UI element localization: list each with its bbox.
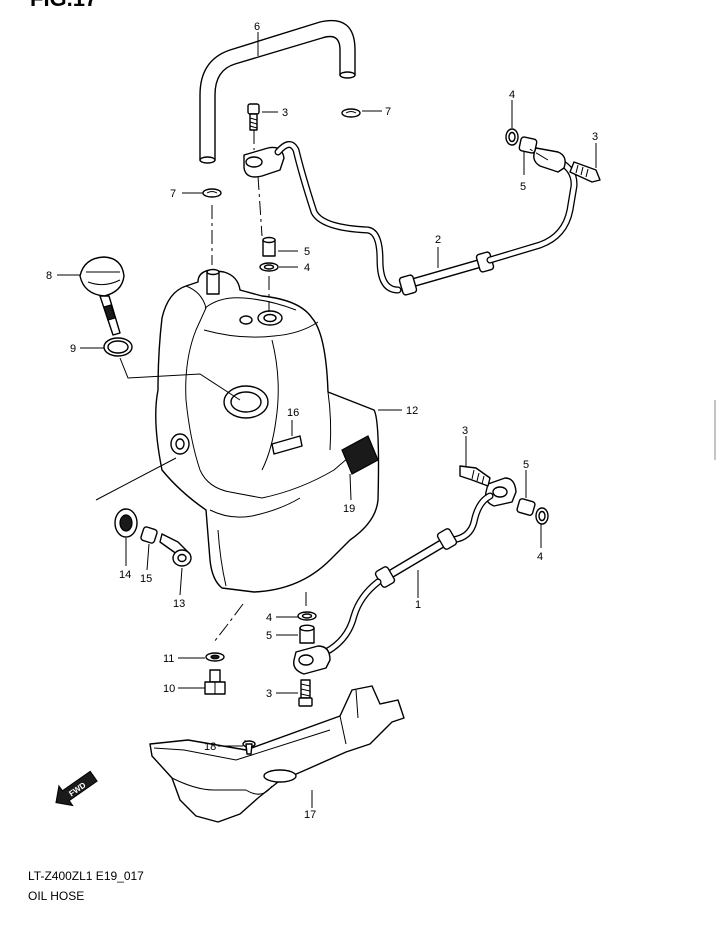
part-18-push-rivet xyxy=(242,740,256,755)
callout-3: 3 xyxy=(282,107,288,119)
callout-7: 7 xyxy=(385,106,391,118)
callout-5: 5 xyxy=(304,246,310,258)
part-3-bolt-top-right xyxy=(569,161,601,183)
part-10-drain-plug xyxy=(204,669,226,695)
part-4-washer-center xyxy=(259,262,279,272)
callout-numbers: 6 3 7 4 3 5 7 2 5 4 8 9 12 16 3 5 19 4 1… xyxy=(46,21,598,821)
callout-3: 3 xyxy=(592,131,598,143)
part-3-bolt-right-mid xyxy=(459,465,491,487)
callout-4: 4 xyxy=(509,89,515,101)
callout-2: 2 xyxy=(435,234,441,246)
callout-8: 8 xyxy=(46,270,52,282)
part-3-bolt-bottom xyxy=(298,679,313,707)
part-7-clip-top xyxy=(341,108,361,118)
part-3-bolt-top xyxy=(247,103,260,131)
callout-13: 13 xyxy=(173,598,185,610)
part-5-bush-bottom xyxy=(299,624,315,644)
callout-3: 3 xyxy=(462,425,468,437)
callout-5: 5 xyxy=(520,181,526,193)
callout-15: 15 xyxy=(140,573,152,585)
callout-12: 12 xyxy=(406,405,418,417)
diagram-title: OIL HOSE xyxy=(28,889,84,903)
callout-3: 3 xyxy=(266,688,272,700)
callout-11: 11 xyxy=(163,653,174,665)
part-5-bush-center xyxy=(262,236,276,257)
callout-6: 6 xyxy=(254,21,260,33)
part-4-washer-bottom xyxy=(297,611,317,621)
part-4-washer-right-mid xyxy=(535,507,549,525)
part-8-filler-cap xyxy=(79,256,125,336)
callout-4: 4 xyxy=(537,551,543,563)
part-7-clip-left xyxy=(202,188,222,198)
leader-lines xyxy=(57,32,597,808)
part-13-bolt xyxy=(159,533,192,567)
diagram-code: LT-Z400ZL1 E19_017 xyxy=(28,869,144,883)
part-5-bush-top-right xyxy=(518,136,538,154)
part-9-o-ring xyxy=(103,337,133,357)
callout-5: 5 xyxy=(266,630,272,642)
callout-19: 19 xyxy=(343,503,355,515)
callout-9: 9 xyxy=(70,343,76,355)
callout-5: 5 xyxy=(523,459,529,471)
part-17-guard xyxy=(149,685,405,823)
part-4-washer-top-right xyxy=(505,128,519,146)
part-5-bush-right-mid xyxy=(516,498,536,516)
figure-label: FIG.17 xyxy=(30,0,97,11)
callout-1: 1 xyxy=(415,599,421,611)
callout-16: 16 xyxy=(287,407,299,419)
callout-10: 10 xyxy=(163,683,175,695)
part-14-grommet xyxy=(114,508,138,538)
part-15-collar xyxy=(140,526,158,544)
part-1-oil-hose-lower xyxy=(293,477,517,675)
forward-arrow-icon: FWD xyxy=(55,770,98,807)
part-11-gasket xyxy=(205,652,225,662)
part-6-breather-tube xyxy=(199,19,356,164)
callout-17: 17 xyxy=(304,809,316,821)
callout-4: 4 xyxy=(304,262,310,274)
callout-4: 4 xyxy=(266,612,272,624)
callout-7: 7 xyxy=(170,188,176,200)
part-2-oil-hose-upper xyxy=(243,141,578,296)
callout-18: 18 xyxy=(204,741,216,753)
part-12-oil-tank xyxy=(155,268,380,593)
callout-14: 14 xyxy=(119,569,131,581)
